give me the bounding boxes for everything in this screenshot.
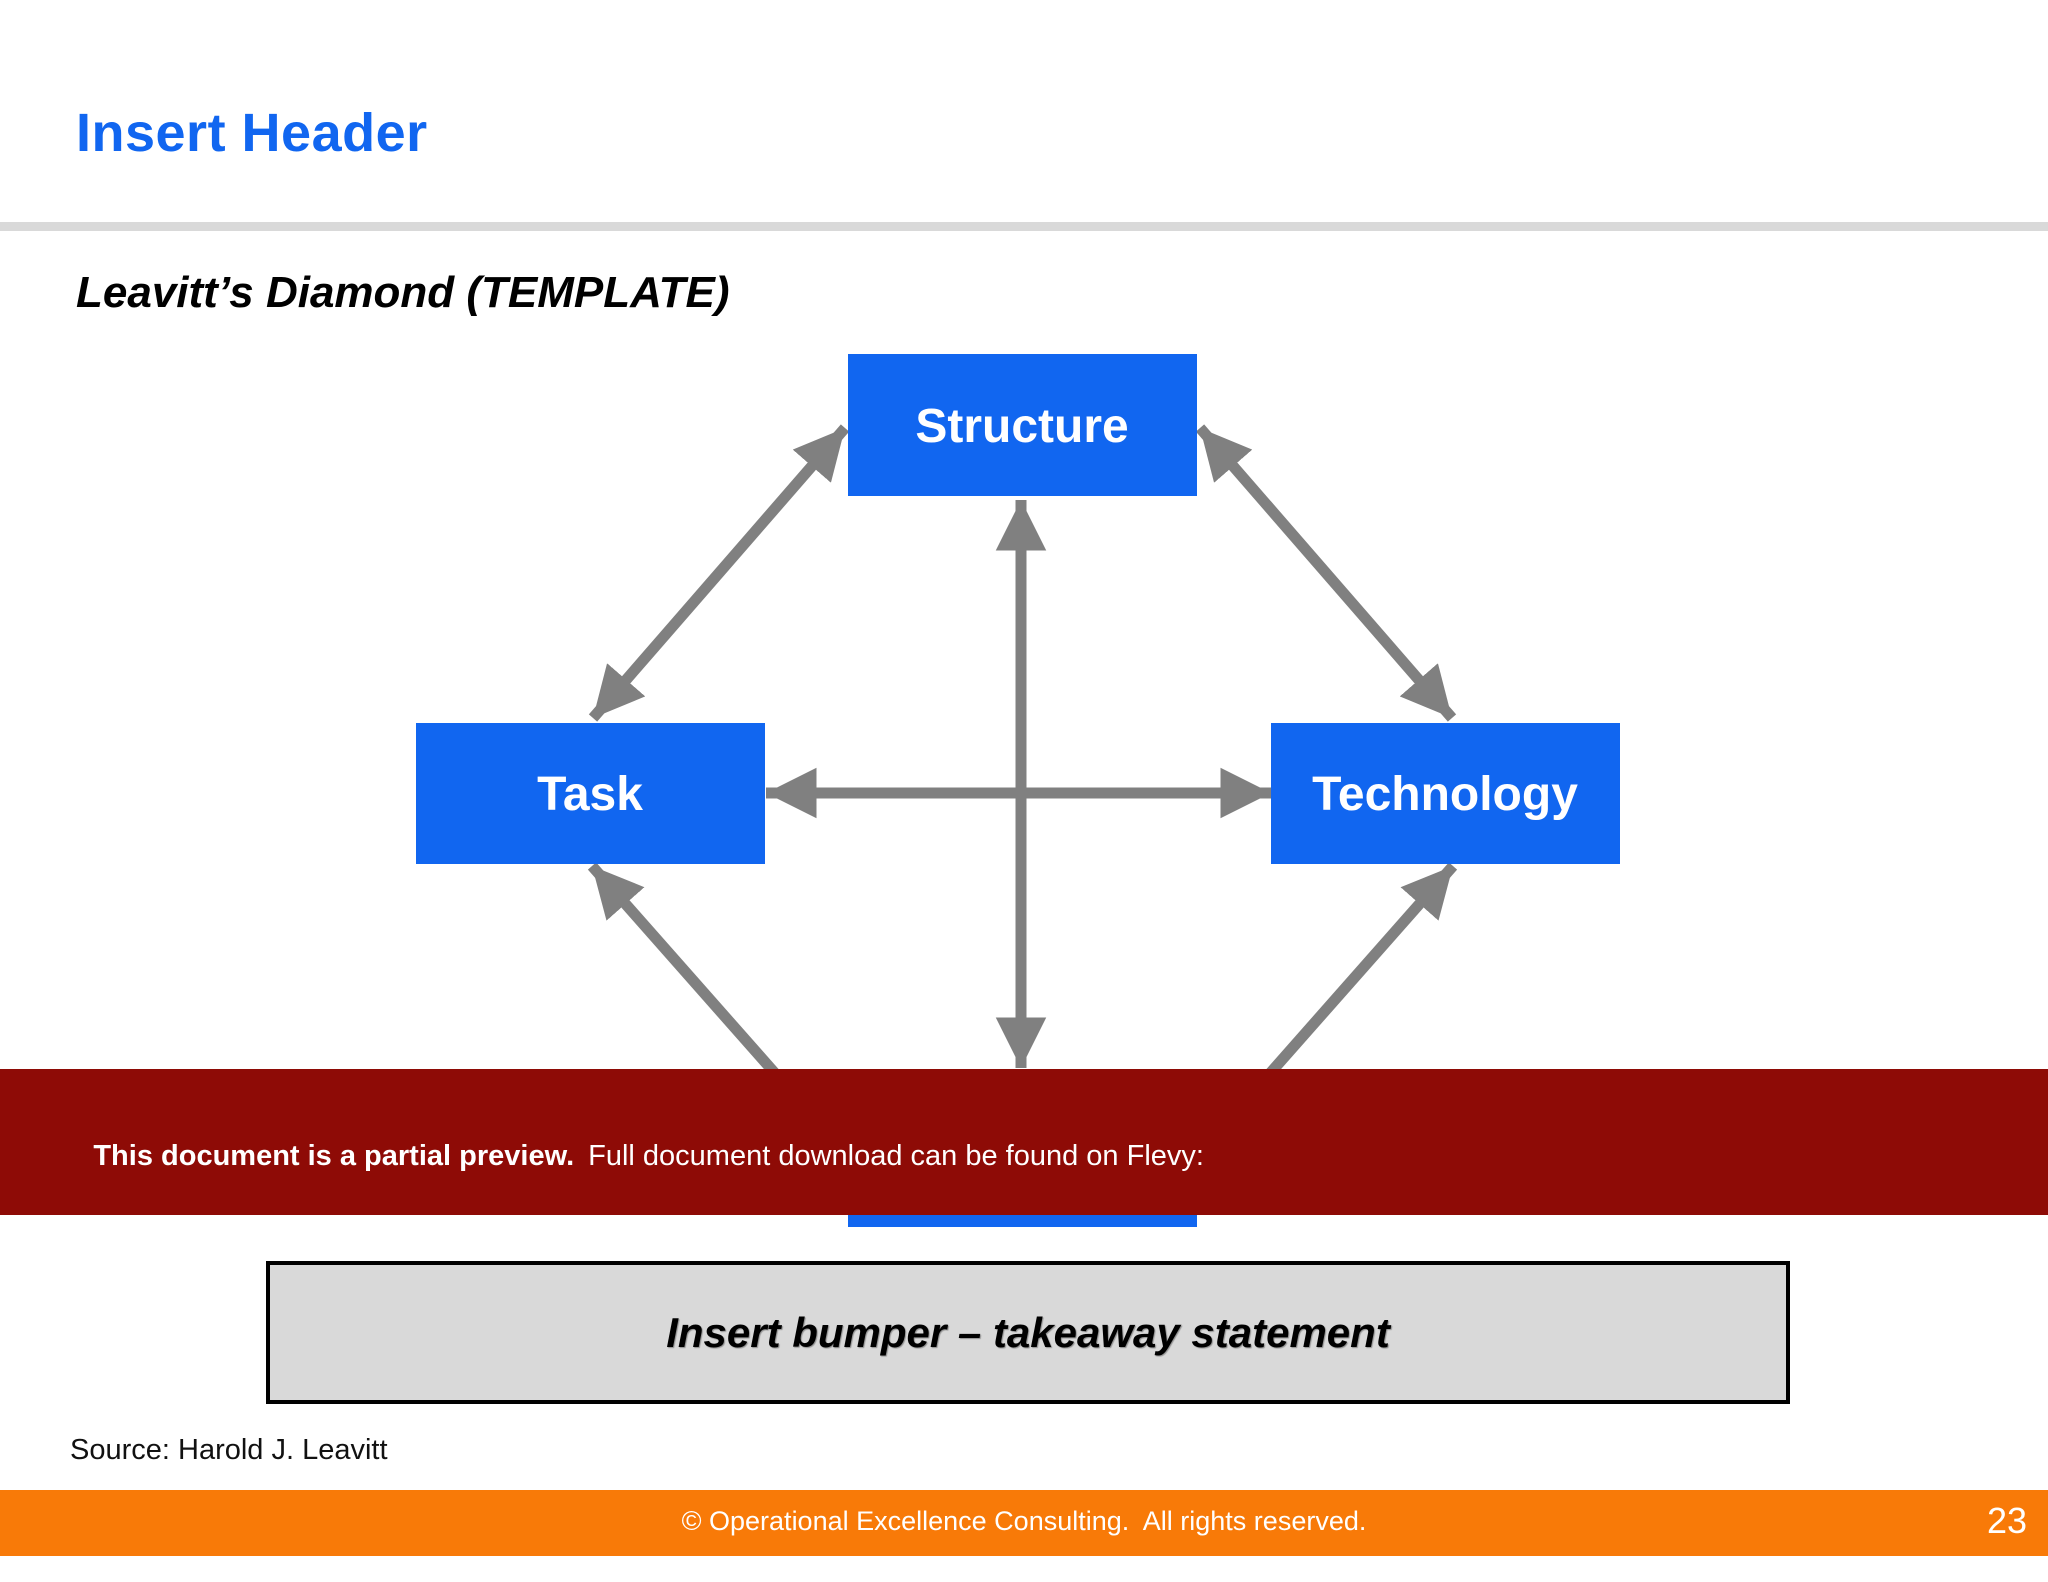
page-title: Insert Header — [76, 103, 428, 163]
arrow-structure-task — [588, 424, 850, 722]
preview-banner-line2: http://flevy.com/browse/document/change-… — [45, 1225, 2003, 1258]
header-divider — [0, 222, 2048, 231]
node-task-label: Task — [537, 768, 643, 821]
node-technology: Technology — [1271, 723, 1620, 864]
node-structure-box — [848, 354, 1197, 496]
flevy-link[interactable]: http://flevy.com/browse/document/change-… — [45, 1225, 935, 1257]
bumper-box: Insert bumper – takeaway statement — [266, 1261, 1790, 1404]
source-note: Source: Harold J. Leavitt — [70, 1434, 388, 1466]
node-structure: Structure — [848, 354, 1197, 496]
node-technology-box — [1271, 723, 1620, 864]
footer-copyright: © Operational Excellence Consulting. All… — [681, 1506, 1367, 1536]
footer-bar: © Operational Excellence Consulting. All… — [0, 1490, 2048, 1556]
slide-subtitle: Leavitt’s Diamond (TEMPLATE) — [76, 268, 730, 317]
preview-banner-line1: This document is a partial preview. Full … — [45, 1107, 2003, 1206]
preview-banner-bold-text: This document is a partial preview. — [93, 1140, 575, 1172]
node-structure-label: Structure — [915, 400, 1128, 453]
node-task-box — [416, 723, 765, 864]
node-task: Task — [416, 723, 765, 864]
node-technology-label: Technology — [1312, 768, 1578, 821]
preview-banner: This document is a partial preview. Full … — [0, 1069, 2048, 1257]
page-number: 23 — [1986, 1500, 2027, 1541]
bumper-text: Insert bumper – takeaway statement — [666, 1308, 1390, 1356]
arrow-structure-technology — [1195, 424, 1457, 722]
preview-banner-text: Full document download can be found on F… — [588, 1140, 1204, 1172]
